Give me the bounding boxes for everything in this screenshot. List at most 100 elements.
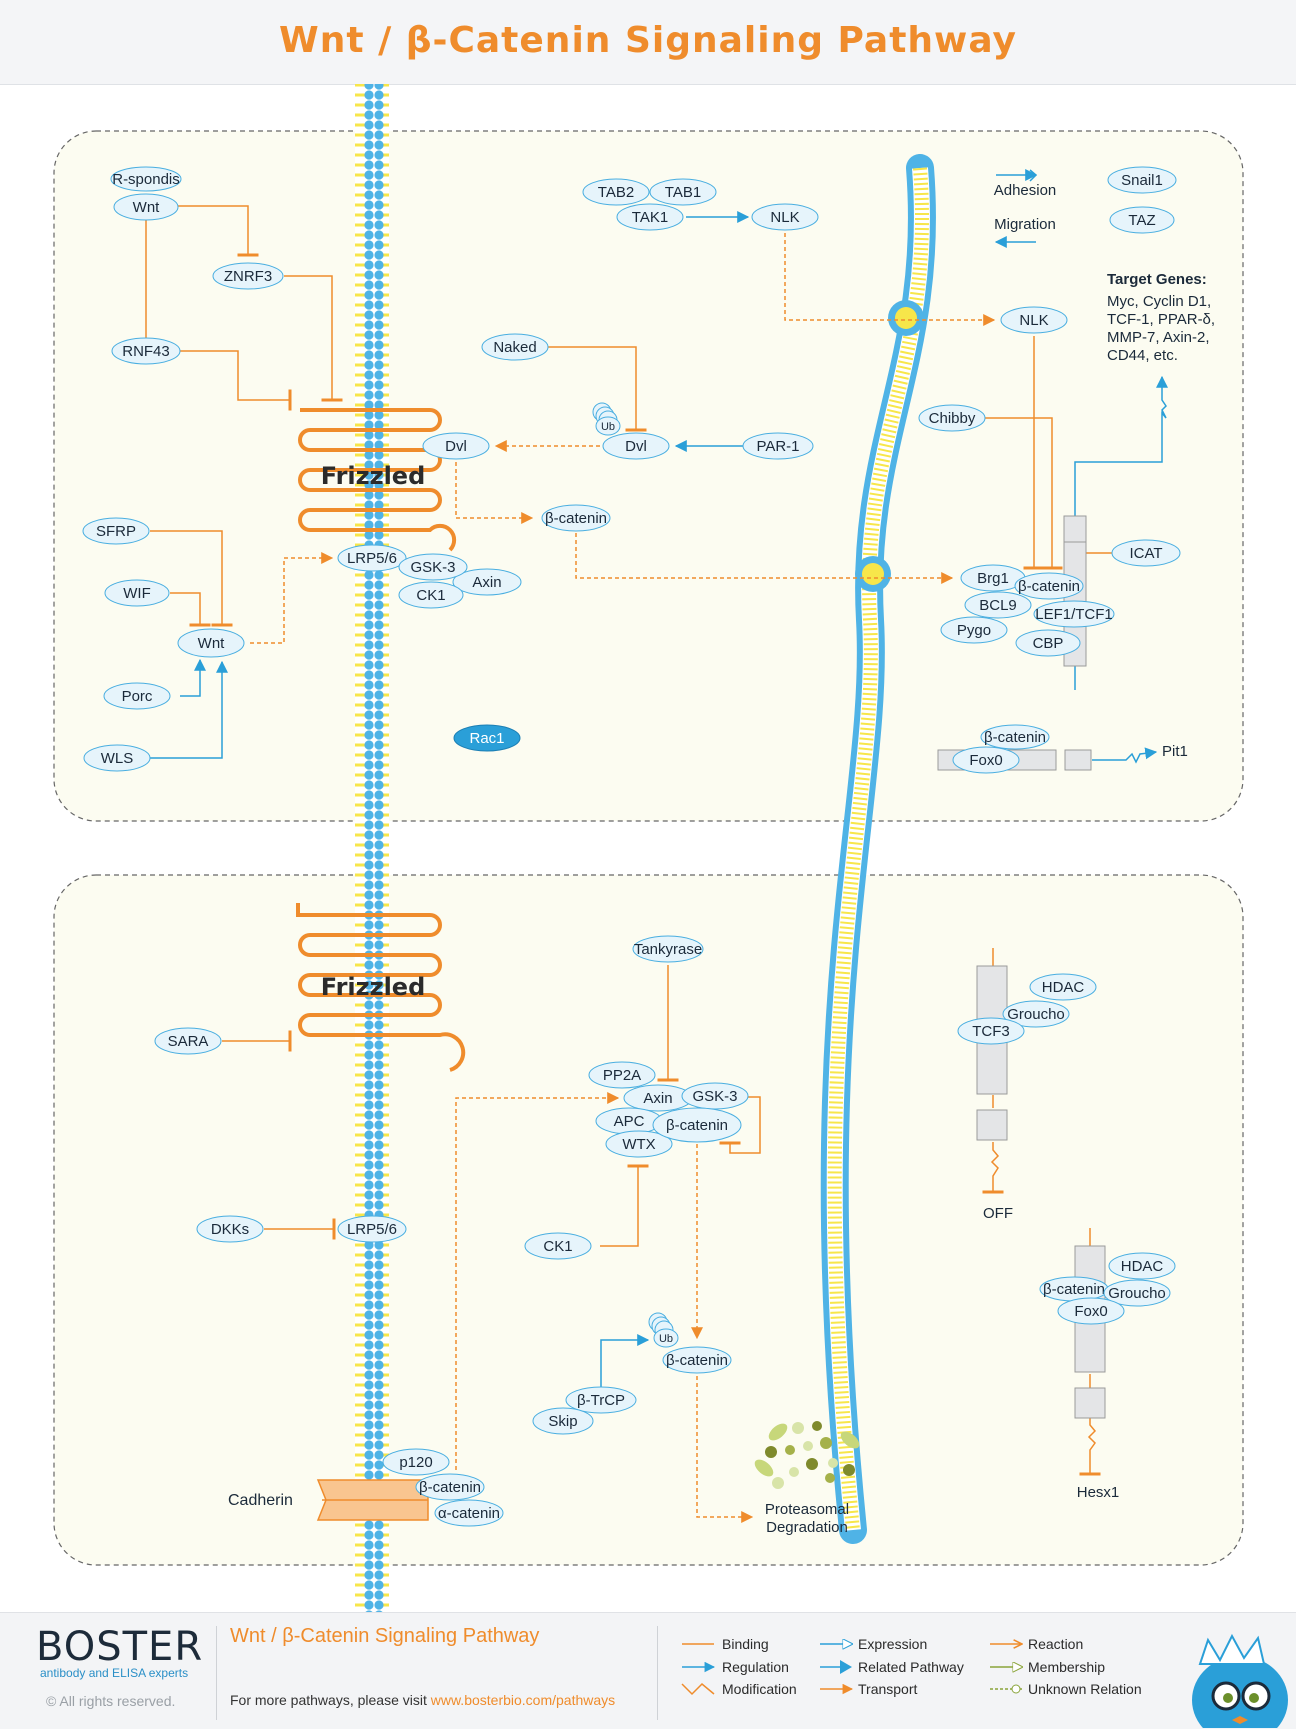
node-r-spondis[interactable]: R-spondis — [110, 166, 182, 192]
pathway-diagram: Frizzled Frizzled Cadherin — [53, 84, 1244, 1612]
svg-text:β-catenin: β-catenin — [666, 1117, 728, 1134]
node-bcl9[interactable]: BCL9 — [964, 591, 1032, 619]
node-groucho-b[interactable]: Groucho — [1103, 1279, 1171, 1307]
svg-text:β-catenin: β-catenin — [666, 1352, 728, 1369]
node-porc[interactable]: Porc — [103, 682, 171, 710]
footer-divider — [216, 1626, 217, 1720]
node-wnt-a[interactable]: Wnt — [113, 193, 179, 221]
node-tankyrase[interactable]: Tankyrase — [632, 935, 704, 963]
node-bcat-fox[interactable]: β-catenin — [980, 724, 1050, 750]
node-bcat-b[interactable]: β-catenin — [1039, 1276, 1109, 1302]
legend-regulation: Regulation — [682, 1659, 789, 1675]
node-skip[interactable]: Skip — [532, 1407, 594, 1435]
node-groucho-a[interactable]: Groucho — [1002, 1000, 1070, 1028]
svg-text:Related Pathway: Related Pathway — [858, 1659, 964, 1675]
svg-text:NLK: NLK — [1019, 312, 1048, 329]
node-taz[interactable]: TAZ — [1109, 206, 1175, 234]
svg-text:Transport: Transport — [858, 1681, 918, 1697]
node-dvl-left[interactable]: Dvl — [422, 432, 490, 460]
svg-text:Fox0: Fox0 — [1074, 1303, 1107, 1320]
node-rnf43[interactable]: RNF43 — [111, 337, 181, 365]
node-lrp56-top[interactable]: LRP5/6 — [337, 544, 407, 572]
node-rac1[interactable]: Rac1 — [453, 724, 521, 752]
legend-reaction: Reaction — [990, 1636, 1083, 1652]
node-brg1[interactable]: Brg1 — [960, 564, 1026, 592]
node-pygo[interactable]: Pygo — [940, 616, 1008, 644]
node-lef1[interactable]: LEF1/TCF1 — [1033, 600, 1115, 628]
node-bcat-complex[interactable]: β-catenin — [652, 1107, 742, 1143]
node-sfrp[interactable]: SFRP — [82, 517, 150, 545]
node-dvl-mid[interactable]: Dvl — [602, 432, 670, 460]
node-sara[interactable]: SARA — [154, 1027, 222, 1055]
node-wls[interactable]: WLS — [83, 744, 151, 772]
target-genes: Target Genes: Myc, Cyclin D1, TCF-1, PPA… — [1107, 271, 1215, 364]
svg-text:Wnt: Wnt — [198, 635, 226, 652]
node-axin-top[interactable]: Axin — [452, 568, 522, 596]
node-par1[interactable]: PAR-1 — [742, 432, 814, 460]
node-icat[interactable]: ICAT — [1111, 539, 1181, 567]
cadherin-label: Cadherin — [228, 1492, 293, 1509]
svg-text:Expression: Expression — [858, 1636, 927, 1652]
node-axin-bottom[interactable]: Axin — [623, 1084, 693, 1112]
node-cbp[interactable]: CBP — [1015, 629, 1081, 657]
node-apc[interactable]: APC — [595, 1107, 663, 1135]
node-nlk-top[interactable]: NLK — [751, 203, 819, 231]
node-bcat-cadherin[interactable]: β-catenin — [415, 1473, 485, 1501]
node-gsk3-top[interactable]: GSK-3 — [398, 553, 468, 581]
svg-text:β-TrCP: β-TrCP — [577, 1392, 625, 1409]
node-wtx[interactable]: WTX — [605, 1130, 673, 1158]
svg-text:Binding: Binding — [722, 1636, 769, 1652]
copyright: © All rights reserved. — [46, 1693, 176, 1709]
header-bar: Wnt / β-Catenin Signaling Pathway — [0, 0, 1296, 85]
node-nlk-right[interactable]: NLK — [1000, 306, 1068, 334]
node-dkks[interactable]: DKKs — [196, 1215, 264, 1243]
svg-text:SARA: SARA — [168, 1033, 209, 1050]
node-fox0-b[interactable]: Fox0 — [1057, 1297, 1125, 1325]
svg-text:β-catenin: β-catenin — [1043, 1281, 1105, 1298]
node-hdac-b[interactable]: HDAC — [1108, 1252, 1176, 1280]
svg-text:PAR-1: PAR-1 — [756, 438, 799, 455]
node-chibby[interactable]: Chibby — [918, 404, 986, 432]
node-bcat-right[interactable]: β-catenin — [1014, 572, 1084, 600]
node-naked[interactable]: Naked — [481, 333, 549, 361]
svg-text:TAK1: TAK1 — [632, 209, 668, 226]
node-tak1[interactable]: TAK1 — [616, 203, 684, 231]
node-gsk3-bottom[interactable]: GSK-3 — [681, 1082, 749, 1110]
node-bcat-ub[interactable]: β-catenin — [662, 1346, 732, 1374]
node-hdac-a[interactable]: HDAC — [1029, 973, 1097, 1001]
node-tab1[interactable]: TAB1 — [649, 178, 717, 206]
svg-text:β-catenin: β-catenin — [545, 510, 607, 527]
svg-text:CBP: CBP — [1033, 635, 1064, 652]
node-znrf3[interactable]: ZNRF3 — [212, 262, 284, 290]
frizzled-receptor-top — [298, 408, 457, 552]
node-btrcp[interactable]: β-TrCP — [565, 1386, 637, 1414]
node-wif[interactable]: WIF — [104, 579, 170, 607]
frizzled-receptor-bottom — [296, 903, 466, 1072]
node-ck1-top[interactable]: CK1 — [398, 581, 464, 609]
node-lrp56-bottom[interactable]: LRP5/6 — [337, 1215, 407, 1243]
node-p120[interactable]: p120 — [382, 1448, 450, 1476]
svg-text:Unknown Relation: Unknown Relation — [1028, 1681, 1142, 1697]
footer-more-text: For more pathways, please visit — [230, 1692, 431, 1708]
node-pp2a[interactable]: PP2A — [588, 1061, 656, 1089]
svg-text:SFRP: SFRP — [96, 523, 136, 540]
target-genes-line: TCF-1, PPAR-δ, — [1107, 311, 1215, 328]
page-title: Wnt / β-Catenin Signaling Pathway — [279, 20, 1017, 61]
pathways-link[interactable]: www.bosterbio.com/pathways — [430, 1692, 616, 1708]
svg-text:Reaction: Reaction — [1028, 1636, 1083, 1652]
node-fox0[interactable]: Fox0 — [952, 746, 1020, 774]
svg-text:LRP5/6: LRP5/6 — [347, 550, 397, 567]
svg-text:Groucho: Groucho — [1108, 1285, 1166, 1302]
node-ck1-bottom[interactable]: CK1 — [524, 1232, 592, 1260]
node-bcat-mid[interactable]: β-catenin — [541, 504, 611, 532]
node-wnt-b[interactable]: Wnt — [177, 628, 245, 658]
node-acat[interactable]: α-catenin — [434, 1499, 504, 1527]
node-snail1[interactable]: Snail1 — [1107, 166, 1177, 194]
svg-text:APC: APC — [614, 1113, 645, 1130]
legend-modification: Modification — [681, 1681, 797, 1697]
svg-text:Groucho: Groucho — [1007, 1006, 1065, 1023]
target-genes-line: MMP-7, Axin-2, — [1107, 329, 1210, 346]
node-tcf3[interactable]: TCF3 — [957, 1017, 1025, 1045]
node-tab2[interactable]: TAB2 — [582, 178, 650, 206]
ubiquitin-cluster-bottom: Ub — [648, 1312, 679, 1348]
